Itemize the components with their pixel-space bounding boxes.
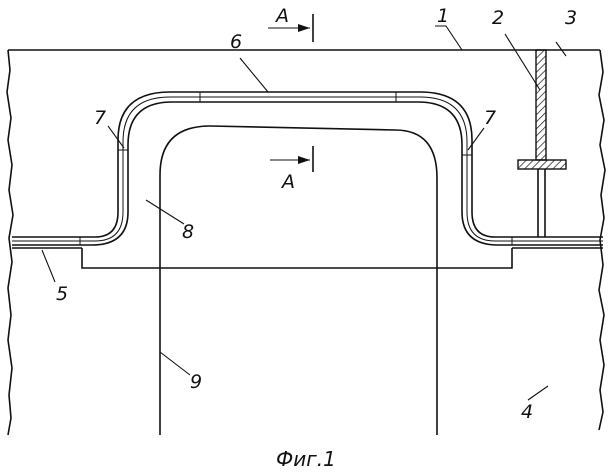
label-7-left: 7 bbox=[94, 107, 106, 129]
leader-6 bbox=[240, 58, 268, 92]
flange-plate-outline bbox=[82, 248, 512, 268]
leader-8 bbox=[146, 200, 184, 224]
section-marker-top: А bbox=[268, 5, 313, 42]
label-5: 5 bbox=[56, 283, 68, 305]
leader-2 bbox=[505, 34, 540, 90]
leader-4 bbox=[528, 386, 548, 400]
section-label-top: А bbox=[274, 5, 289, 27]
label-7-right: 7 bbox=[484, 107, 496, 129]
label-6: 6 bbox=[230, 31, 242, 53]
figure-caption: Фиг.1 bbox=[276, 447, 336, 471]
label-9: 9 bbox=[190, 371, 202, 393]
label-8: 8 bbox=[182, 221, 194, 243]
label-3: 3 bbox=[565, 7, 577, 29]
leader-9 bbox=[160, 352, 190, 375]
leader-3 bbox=[556, 42, 566, 56]
left-break-line bbox=[7, 50, 13, 435]
label-4: 4 bbox=[521, 401, 533, 423]
bolt-head-plate bbox=[518, 160, 566, 169]
leader-5 bbox=[42, 250, 55, 282]
leader-7-right bbox=[468, 128, 484, 150]
label-2: 2 bbox=[492, 7, 504, 29]
leader-1 bbox=[435, 26, 462, 50]
label-1: 1 bbox=[437, 5, 449, 27]
bolt-shank-hatched bbox=[536, 50, 546, 160]
right-break-line bbox=[599, 50, 605, 430]
section-marker-bottom: А bbox=[270, 146, 313, 193]
section-label-bottom: А bbox=[280, 171, 295, 193]
leader-7-left bbox=[108, 126, 124, 148]
